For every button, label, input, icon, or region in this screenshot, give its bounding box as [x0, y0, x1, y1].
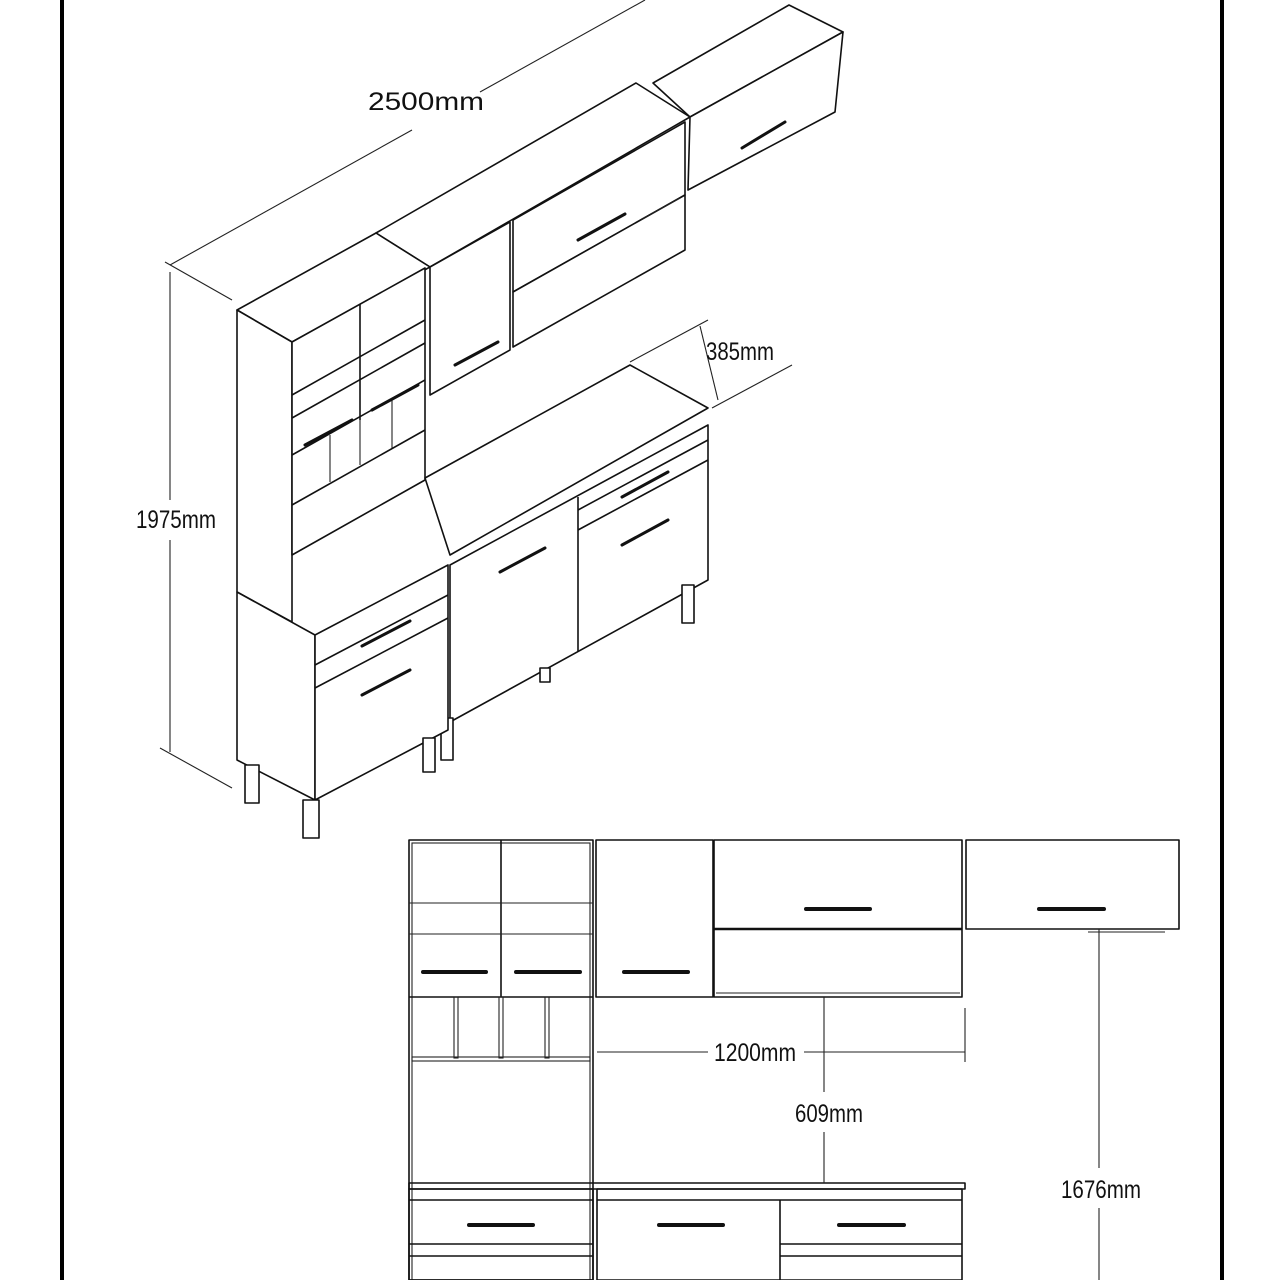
- front-elevation: 1200mm 609mm 1676mm: [408, 839, 1180, 1280]
- handle-icon: [498, 546, 547, 574]
- width-dimension: 2500mm: [164, 0, 646, 301]
- handle-icon: [370, 383, 420, 412]
- counter-width-dimension: 1200mm: [597, 1008, 966, 1067]
- left-base-front: [314, 564, 449, 801]
- base-cabinets-elevation: [408, 1182, 966, 1280]
- upper-height-label: 1676mm: [1061, 1176, 1141, 1204]
- handle-icon: [360, 668, 412, 697]
- height-dimension: 1975mm: [136, 272, 233, 789]
- handle-icon: [453, 340, 500, 367]
- upper-cabinets-iso: [375, 4, 844, 396]
- handle-icon: [740, 120, 787, 150]
- upper-height-dimension: 1676mm: [1061, 929, 1141, 1280]
- height-dimension-label: 1975mm: [136, 506, 216, 534]
- width-dimension-label: 2500mm: [368, 88, 484, 116]
- counter-width-label: 1200mm: [714, 1039, 796, 1067]
- countertop: [424, 364, 709, 556]
- tower-iso: [236, 232, 431, 623]
- handle-icon: [620, 470, 670, 499]
- gap-height-label: 609mm: [795, 1100, 863, 1128]
- base-cabinets-iso: [236, 364, 709, 839]
- open-niche: [512, 194, 686, 348]
- tower-elevation: [408, 839, 594, 1280]
- handle-icon: [303, 418, 354, 447]
- depth-dimension-label: 385mm: [706, 338, 774, 366]
- handle-icon: [576, 212, 627, 242]
- right-cabinet-door: [687, 31, 844, 191]
- isometric-view: 2500mm 1975mm 385mm: [136, 0, 844, 839]
- gap-height-dimension: 609mm: [795, 997, 863, 1183]
- upper-door: [429, 221, 511, 396]
- right-base-front: [449, 424, 709, 723]
- tower-side: [236, 309, 293, 623]
- handle-icon: [360, 619, 412, 648]
- depth-dimension: 385mm: [629, 319, 793, 409]
- upper-cabinets-elevation: [595, 839, 1180, 998]
- handle-icon: [620, 518, 670, 547]
